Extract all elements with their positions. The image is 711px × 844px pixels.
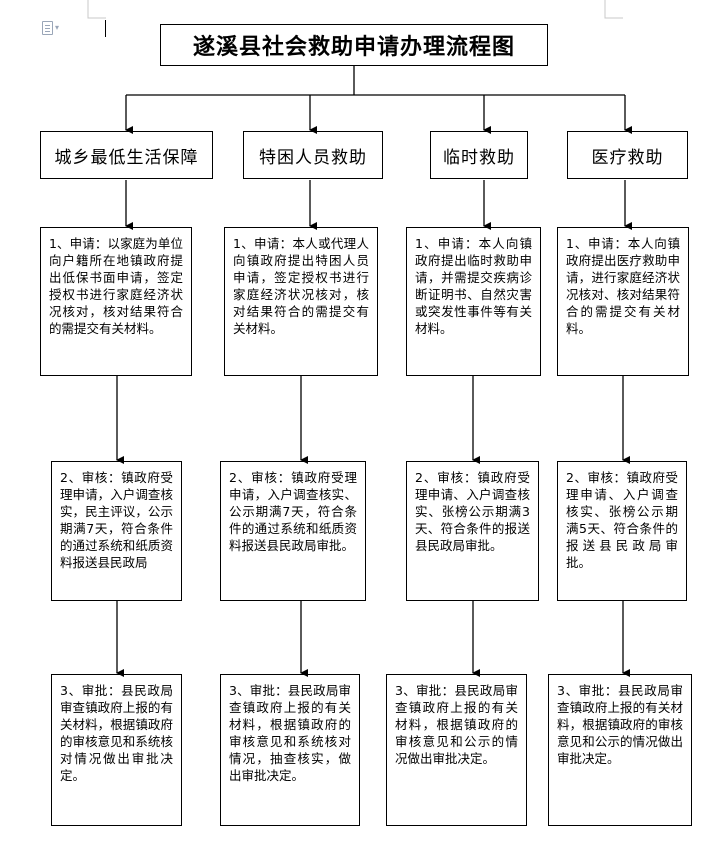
heading-temporary-relief: 临时救助 (430, 131, 528, 179)
step-review-col2: 2、审核：镇政府受理申请，入户调查核实、公示期满7天，符合条件的通过系统和纸质资… (220, 461, 366, 601)
heading-medical-relief: 医疗救助 (567, 131, 688, 179)
document-icon[interactable]: ▾ (42, 19, 72, 35)
step-approve-col3: 3、审批：县民政局审查镇政府上报的有关材料，根据镇政府的审核意见和公示的情况做出… (386, 674, 527, 826)
step-review-col4: 2、审核：镇政府受理申请、入户调查核实、张榜公示期满5天、符合条件的报送县民政局… (557, 461, 687, 601)
step-review-col3: 2、审核：镇政府受理申请、入户调查核实、张榜公示期满3天、符合条件的报送县民政局… (406, 461, 539, 601)
step-approve-col4: 3、审批：县民政局审查镇政府上报的有关材料，根据镇政府的审核意见和公示的情况做出… (548, 674, 692, 826)
heading-special-hardship-relief: 特困人员救助 (243, 131, 383, 179)
step-apply-col2: 1、申请：本人或代理人向镇政府提出特困人员申请，签定授权书进行家庭经济状况核对，… (224, 227, 378, 376)
step-approve-col1: 3、审批：县民政局审查镇政府上报的有关材料，根据镇政府的审核意见和系统核对情况做… (51, 674, 182, 826)
step-approve-col2: 3、审批：县民政局审查镇政府上报的有关材料，根据镇政府的审核意见和系统核对情况，… (220, 674, 360, 826)
step-apply-col4: 1、申请：本人向镇政府提出医疗救助申请，进行家庭经济状况核对、核对结果符合的需提… (557, 227, 689, 376)
text-cursor (105, 20, 106, 37)
page-title: 遂溪县社会救助申请办理流程图 (160, 24, 548, 66)
step-review-col1: 2、审核：镇政府受理申请，入户调查核实，民主评议，公示期满7天，符合条件的通过系… (51, 461, 182, 601)
step-apply-col1: 1、申请：以家庭为单位向户籍所在地镇政府提出低保书面申请，签定授权书进行家庭经济… (40, 227, 192, 376)
step-apply-col3: 1、申请：本人向镇政府提出临时救助申请，并需提交疾病诊断证明书、自然灾害或突发性… (406, 227, 541, 376)
heading-minimum-living-security: 城乡最低生活保障 (40, 131, 213, 179)
